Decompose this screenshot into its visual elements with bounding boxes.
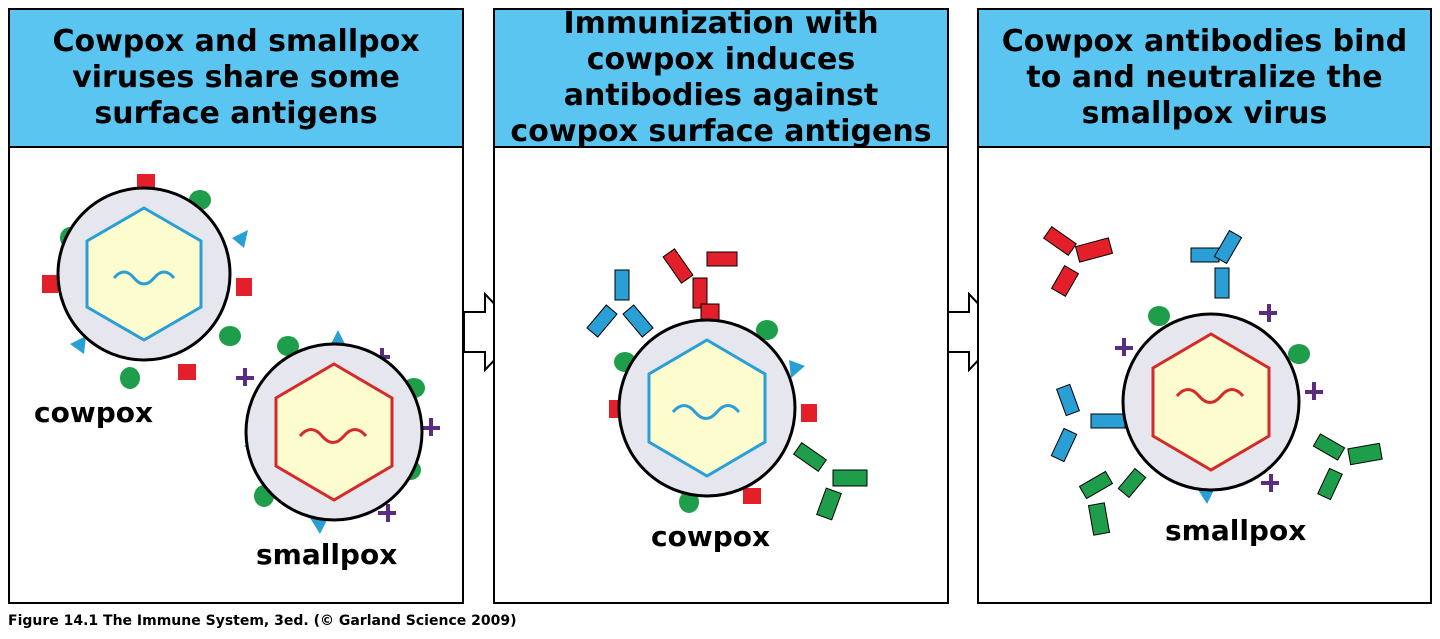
panel-header-text: Cowpox antibodies bind to and neutralize… xyxy=(1001,24,1408,131)
panel-2-illustration: cowpox xyxy=(586,248,868,553)
cowpox-label: cowpox xyxy=(34,396,153,429)
panel-header-text: Immunization with cowpox induces antibod… xyxy=(510,8,932,149)
antibody-green xyxy=(793,441,868,521)
antibody-green xyxy=(1312,433,1383,501)
antibody-blue xyxy=(1190,229,1243,299)
panel-1-illustration: cowpox smallpox xyxy=(34,174,440,571)
smallpox-virus xyxy=(236,330,440,534)
panel-header: Cowpox and smallpox viruses share some s… xyxy=(10,10,462,148)
smallpox-label: smallpox xyxy=(1165,514,1306,547)
cowpox-virus xyxy=(42,174,252,389)
panel-header-text: Cowpox and smallpox viruses share some s… xyxy=(52,24,420,131)
panel-immunization: Immunization with cowpox induces antibod… xyxy=(493,8,949,604)
panel-shared-antigens: Cowpox and smallpox viruses share some s… xyxy=(8,8,464,604)
panel-3-illustration: smallpox xyxy=(1043,225,1383,547)
antibody-red xyxy=(662,248,738,321)
smallpox-virus xyxy=(1115,304,1323,504)
antibody-blue xyxy=(1050,383,1126,463)
antibody-blue xyxy=(586,269,654,338)
cowpox-label: cowpox xyxy=(651,520,770,553)
cowpox-virus xyxy=(609,318,817,513)
panel-header: Immunization with cowpox induces antibod… xyxy=(495,8,947,149)
antibody-green xyxy=(1078,467,1147,536)
smallpox-label: smallpox xyxy=(256,538,397,571)
figure-caption: Figure 14.1 The Immune System, 3ed. (© G… xyxy=(8,613,517,629)
panel-neutralization: Cowpox antibodies bind to and neutralize… xyxy=(977,8,1432,604)
antibody-red xyxy=(1043,225,1114,297)
panel-header: Cowpox antibodies bind to and neutralize… xyxy=(979,10,1430,148)
